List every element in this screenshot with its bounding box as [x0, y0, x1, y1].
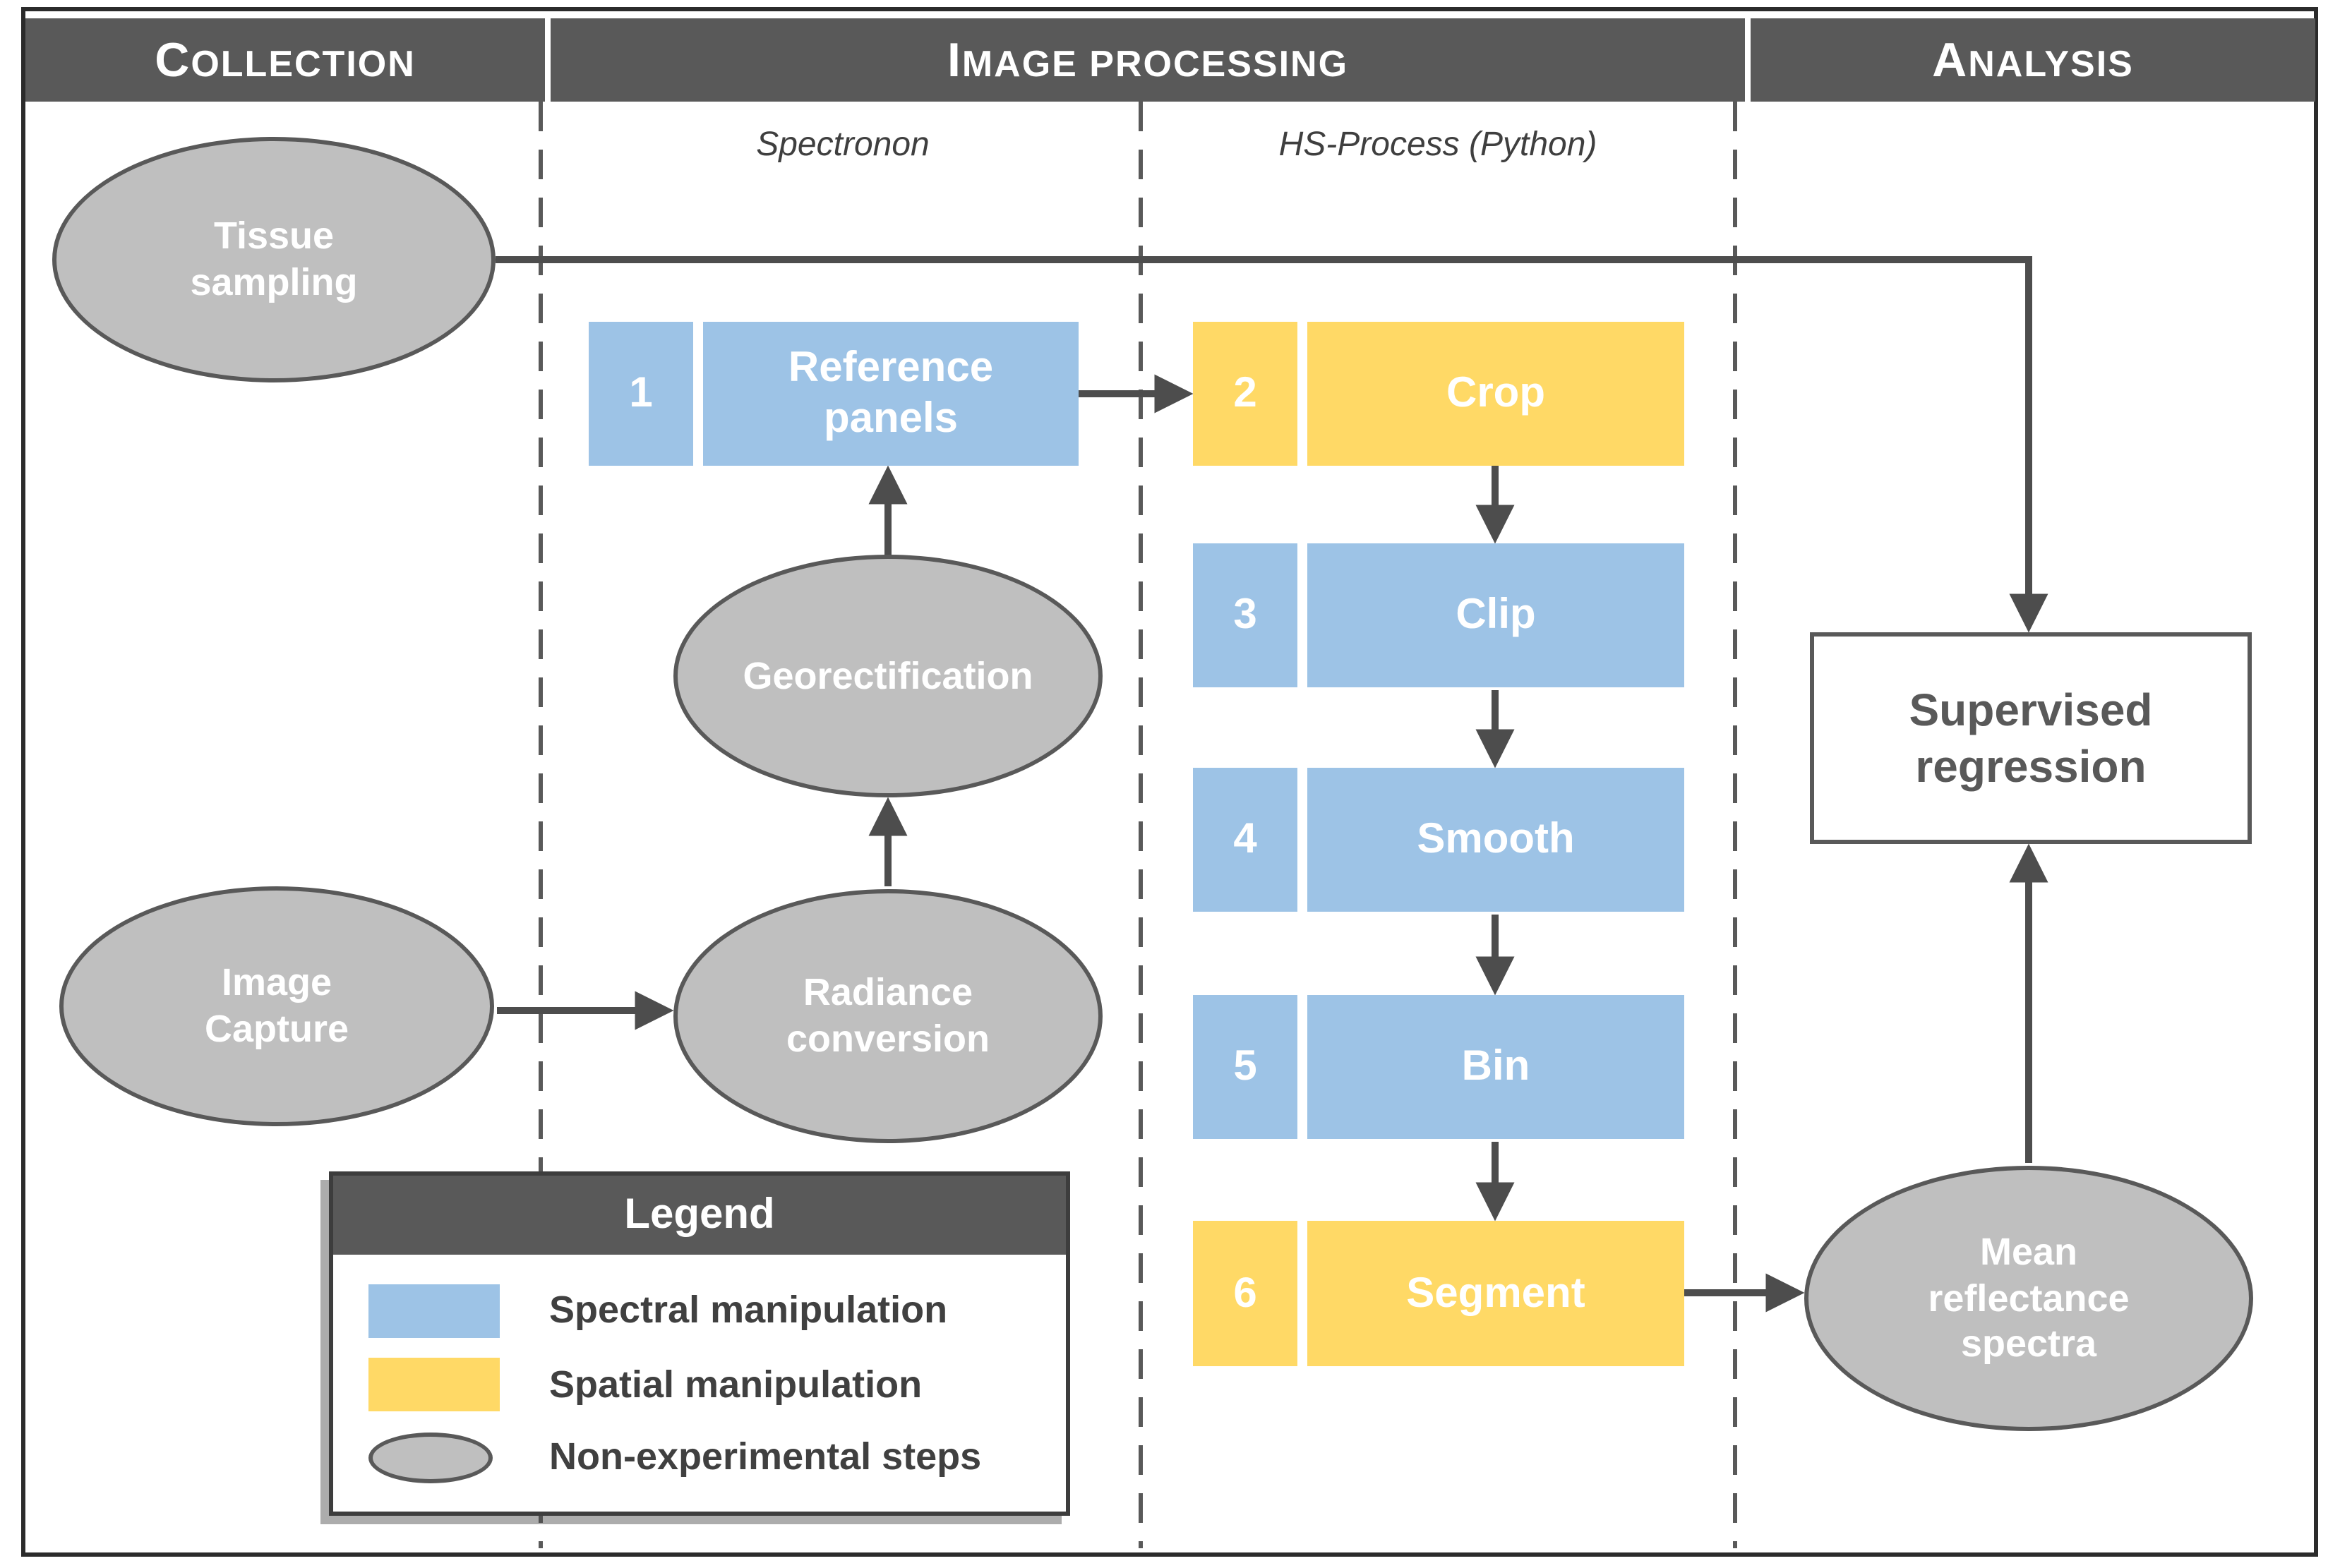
step-6-segment: 6 Segment: [1193, 1221, 1684, 1366]
legend-item-label: Spatial manipulation: [549, 1363, 923, 1405]
step-label: Bin: [1307, 995, 1684, 1139]
node-label: Tissue sampling: [190, 215, 358, 303]
legend-swatch-cell: [368, 1284, 549, 1337]
header-section-analysis: Analysis: [1751, 18, 2315, 102]
node-radiance-conversion: Radiance conversion: [673, 889, 1103, 1143]
node-label: Georectification: [743, 654, 1033, 697]
node-label: Mean reflectance spectra: [1928, 1230, 2130, 1365]
subheader-hs-process: HS-Process (Python): [1278, 126, 1597, 164]
node-label: Image Capture: [204, 961, 349, 1050]
header-section-collection: Collection: [25, 18, 545, 102]
legend-title: Legend: [624, 1191, 775, 1238]
step-3-clip: 3 Clip: [1193, 543, 1684, 687]
legend-item-label: Non-experimental steps: [549, 1435, 982, 1478]
step-4-smooth: 4 Smooth: [1193, 768, 1684, 912]
node-image-capture: Image Capture: [59, 886, 494, 1126]
header-label-analysis: Analysis: [1932, 33, 2134, 87]
step-number: 6: [1193, 1221, 1297, 1366]
legend-item-spatial: Spatial manipulation: [333, 1358, 1066, 1411]
node-label: Supervised regression: [1909, 685, 2153, 792]
legend-header: Legend: [333, 1176, 1066, 1255]
legend-body: Spectral manipulation Spatial manipulati…: [333, 1255, 1066, 1512]
step-1-reference-panels: 1 Reference panels: [589, 322, 1079, 466]
step-label: Reference panels: [703, 322, 1079, 466]
step-2-crop: 2 Crop: [1193, 322, 1684, 466]
node-supervised-regression: Supervised regression: [1810, 632, 2252, 844]
step-number: 1: [589, 322, 693, 466]
step-label: Smooth: [1307, 768, 1684, 912]
header-label-collection: Collection: [155, 33, 416, 87]
legend-swatch-gray-ellipse-icon: [368, 1432, 493, 1483]
step-number: 5: [1193, 995, 1297, 1139]
node-georectification: Georectification: [673, 555, 1103, 797]
header-section-image-processing: Image processing: [545, 18, 1751, 102]
step-number: 2: [1193, 322, 1297, 466]
subheader-spectronon: Spectronon: [756, 126, 930, 164]
step-number: 3: [1193, 543, 1297, 687]
node-tissue-sampling: Tissue sampling: [52, 137, 496, 382]
legend-swatch-spectral-rect-icon: [368, 1284, 500, 1337]
legend-swatch-cell: [368, 1432, 549, 1483]
legend-swatch-spatial-rect-icon: [368, 1358, 500, 1411]
legend-swatch-cell: [368, 1358, 549, 1411]
node-mean-reflectance-spectra: Mean reflectance spectra: [1804, 1166, 2253, 1431]
step-5-bin: 5 Bin: [1193, 995, 1684, 1139]
step-label: Clip: [1307, 543, 1684, 687]
legend-box: Legend Spectral manipulation Spatial man…: [329, 1171, 1070, 1516]
step-label: Segment: [1307, 1221, 1684, 1366]
arrow-tissue-sampling-to-supervised-regression: [496, 256, 2048, 633]
node-label: Radiance conversion: [786, 971, 990, 1060]
legend-item-nonexperimental: Non-experimental steps: [333, 1432, 1066, 1483]
figure-frame: [21, 7, 2318, 1557]
step-label: Crop: [1307, 322, 1684, 466]
legend-item-spectral: Spectral manipulation: [333, 1284, 1066, 1337]
header-bar: Collection Image processing Analysis: [25, 18, 2315, 102]
header-label-image-processing: Image processing: [947, 33, 1349, 87]
legend-item-label: Spectral manipulation: [549, 1289, 948, 1331]
step-number: 4: [1193, 768, 1297, 912]
